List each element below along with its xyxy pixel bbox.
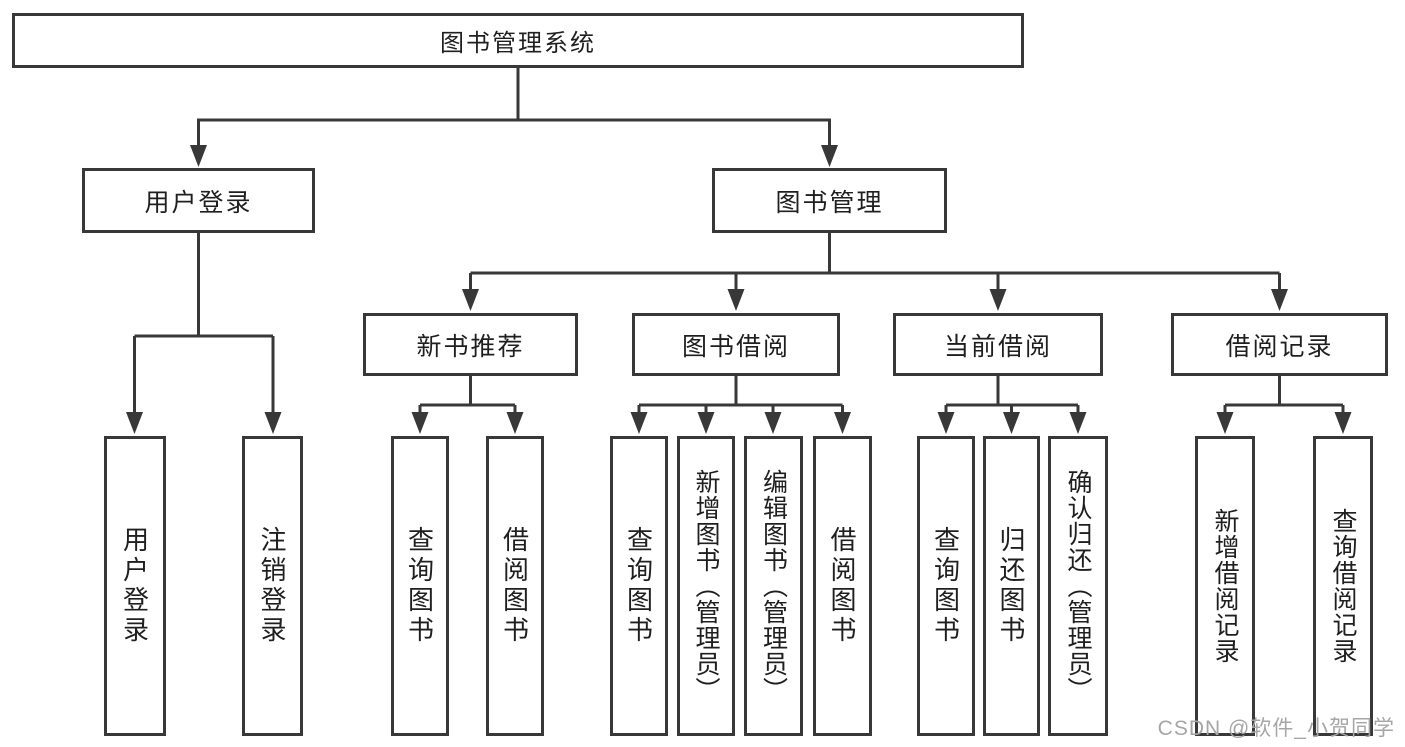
leaf-user-login: 用户登录 [104, 436, 166, 736]
leaf-borrow-books-recommend: 借阅图书 [486, 436, 544, 736]
leaf-confirm-return-admin: 确认归还（管理员） [1048, 436, 1108, 736]
leaf-edit-book-admin: 编辑图书（管理员） [744, 436, 803, 736]
leaf-add-book-admin: 新增图书（管理员） [677, 436, 735, 736]
csdn-watermark: CSDN @软件_小贺同学 [1157, 717, 1395, 740]
node-new-book-recommendation: 新书推荐 [363, 313, 578, 376]
node-book-borrowing: 图书借阅 [632, 313, 840, 376]
leaf-logout: 注销登录 [242, 436, 303, 736]
leaf-query-borrowing-record: 查询借阅记录 [1313, 436, 1373, 736]
node-borrowing-records: 借阅记录 [1171, 313, 1388, 376]
node-library-management-system: 图书管理系统 [12, 13, 1024, 68]
leaf-query-books-borrowing: 查询图书 [610, 436, 668, 736]
node-book-management: 图书管理 [712, 168, 947, 233]
node-current-borrowing: 当前借阅 [893, 313, 1103, 376]
leaf-borrow-books-borrowing: 借阅图书 [813, 436, 872, 736]
leaf-query-books-current: 查询图书 [917, 436, 975, 736]
leaf-query-books-recommend: 查询图书 [391, 436, 449, 736]
leaf-return-book: 归还图书 [983, 436, 1040, 736]
arrowhead-icons [126, 145, 1352, 434]
node-user-login: 用户登录 [82, 168, 315, 233]
leaf-add-borrowing-record: 新增借阅记录 [1195, 436, 1255, 736]
